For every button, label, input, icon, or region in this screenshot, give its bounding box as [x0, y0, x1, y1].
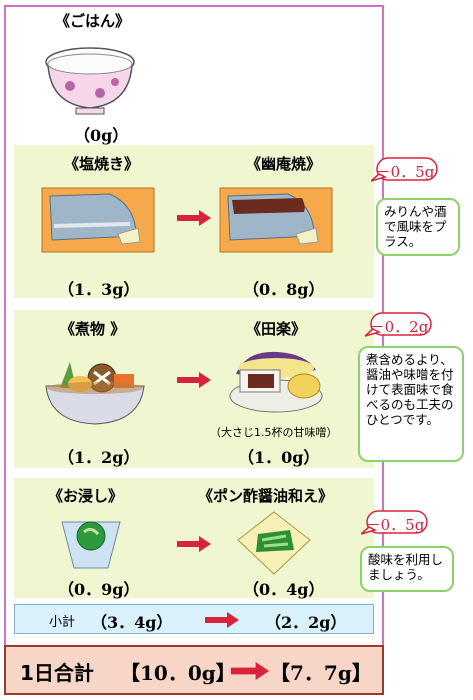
total-label: 1日合計	[20, 661, 94, 685]
subtotal-before: （3．4g）	[91, 613, 173, 632]
note-1: みりんや酒で風味をプラス。	[376, 198, 460, 256]
total-after: 【7．7g】	[270, 661, 372, 685]
reduction-value-1: －0．5g	[375, 163, 435, 181]
note-2: 煮含めるより、醤油や味噌を付けて表面味で食べるのも工夫のひとつです。	[358, 346, 464, 462]
ponzu-label: 《ポン酢醤油和え》	[198, 487, 334, 505]
nimono-label: 《煮物 》	[60, 320, 126, 338]
ponzu-dressed-greens-icon	[237, 511, 311, 575]
salt-grilled-fish-icon	[41, 187, 155, 253]
ohitashi-icon	[61, 521, 121, 569]
subtotal-after: （2．2g）	[265, 613, 347, 632]
yuan-grilled-fish-icon	[219, 187, 333, 253]
dengaku-label: 《田楽》	[246, 320, 307, 338]
simmered-vegetables-icon	[45, 362, 145, 425]
rice-label: 《ごはん》	[55, 12, 131, 30]
rice-salt: （0g）	[74, 126, 129, 145]
reduction-value-2: －0．2g	[369, 318, 429, 336]
arrow-2-icon	[177, 372, 211, 388]
ohitashi-label: 《お浸し》	[48, 487, 124, 505]
subtotal-label: 小計	[49, 615, 76, 630]
subtotal-bar: 小計 （3．4g） （2．2g）	[14, 604, 374, 634]
dengaku-salt: （1．0g）	[238, 448, 320, 467]
rice-bowl-icon	[45, 47, 135, 115]
reduction-badge-3	[361, 510, 428, 535]
dengaku-caption: （大さじ1.5杯の甘味噌）	[210, 426, 338, 439]
dengaku-icon	[229, 351, 323, 413]
shioyaki-salt: （1．3g）	[58, 280, 140, 299]
total-before: 【10．0g】	[120, 661, 236, 685]
yuanyaki-salt: （0．8g）	[243, 280, 325, 299]
arrow-3-icon	[177, 536, 211, 552]
total-arrow-icon	[230, 662, 270, 680]
ponzu-salt: （0．4g）	[243, 580, 325, 599]
yuanyaki-label: 《幽庵焼》	[246, 155, 322, 173]
subtotal-arrow-icon	[205, 612, 239, 628]
reduction-badge-2	[365, 312, 432, 337]
nimono-salt: （1．2g）	[58, 448, 140, 467]
reduction-badge-1	[371, 157, 438, 182]
ohitashi-salt: （0．9g）	[58, 580, 140, 599]
daily-total-bar: 1日合計 【10．0g】 【7．7g】	[4, 645, 384, 695]
reduction-value-3: －0．5g	[365, 516, 425, 534]
note-3: 酸味を利用しましょう。	[360, 546, 454, 592]
shioyaki-label: 《塩焼き》	[64, 155, 140, 173]
arrow-1-icon	[177, 210, 211, 226]
